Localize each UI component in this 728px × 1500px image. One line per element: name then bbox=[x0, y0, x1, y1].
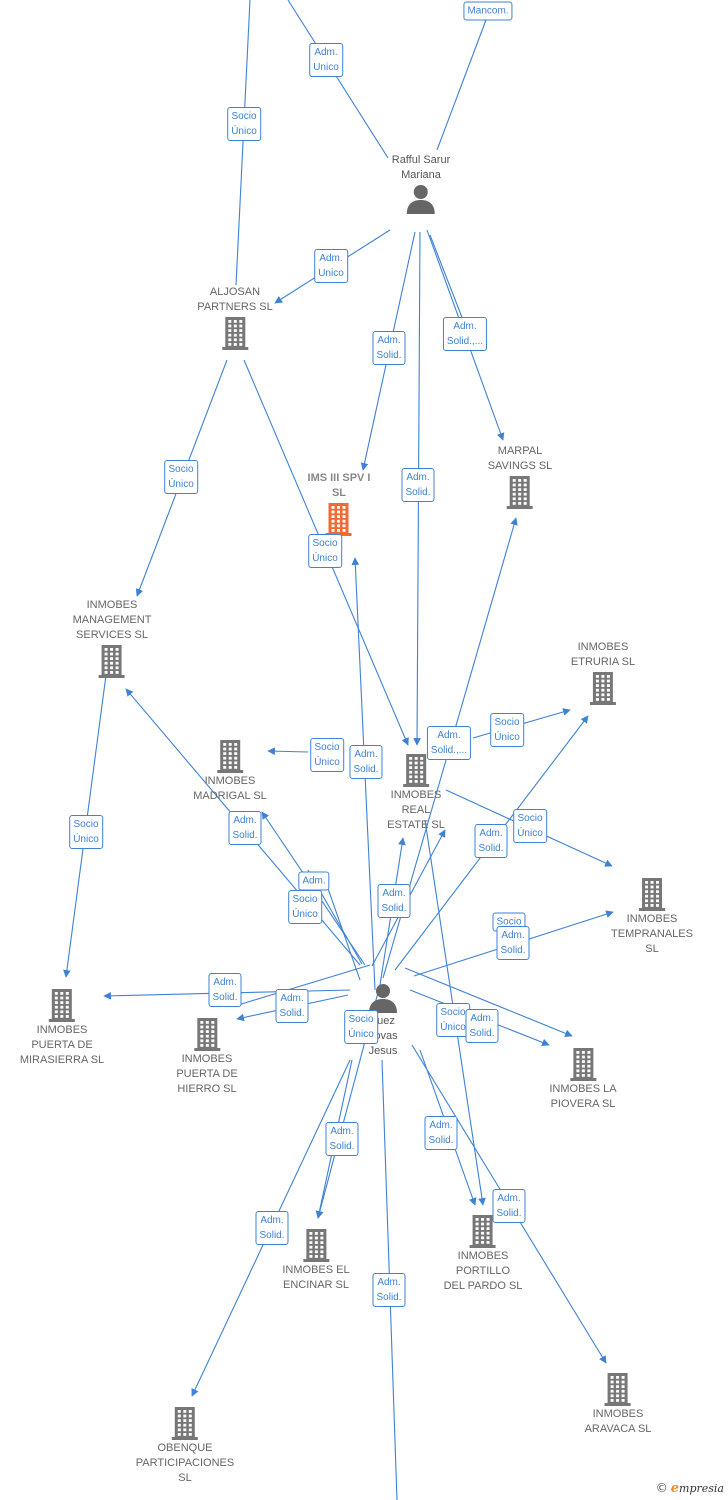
node-label: Rafful Sarur Mariana bbox=[391, 154, 451, 181]
building-icon bbox=[605, 1373, 631, 1406]
relation-badge[interactable]: Adm. Solid.,... bbox=[426, 726, 472, 760]
node-inmobes-tempranales[interactable]: INMOBES TEMPRANALES SL bbox=[611, 876, 693, 957]
building-icon bbox=[217, 740, 243, 773]
node-label: IMS III SPV I SL bbox=[307, 472, 371, 499]
relation-edge bbox=[235, 0, 251, 286]
node-label: INMOBES PUERTA DE MIRASIERRA SL bbox=[19, 1024, 105, 1066]
relation-badge[interactable]: Socio Único bbox=[69, 815, 103, 849]
relation-badge[interactable]: Mancom. bbox=[463, 1, 513, 21]
building-icon bbox=[99, 645, 125, 678]
relation-badge[interactable]: Socio Único bbox=[308, 534, 342, 568]
relation-edge bbox=[436, 19, 487, 151]
relation-badge[interactable]: Adm. Unico bbox=[309, 43, 343, 77]
relation-badge[interactable]: Adm. Solid. bbox=[424, 1116, 458, 1150]
relation-edge bbox=[237, 964, 371, 1006]
relation-badge[interactable]: Adm. Unico bbox=[314, 249, 348, 283]
relation-badge[interactable]: Adm. bbox=[298, 871, 330, 891]
building-icon bbox=[48, 989, 75, 1022]
node-label: INMOBES PORTILLO DEL PARDO SL bbox=[443, 1250, 523, 1292]
building-icon bbox=[303, 1229, 329, 1262]
node-inmobes-aravaca[interactable]: INMOBES ARAVACA SL bbox=[584, 1371, 652, 1437]
node-inmobes-el-encinar[interactable]: INMOBES EL ENCINAR SL bbox=[282, 1227, 350, 1293]
relation-badge[interactable]: Socio Único bbox=[288, 890, 322, 924]
person-icon bbox=[369, 984, 397, 1013]
node-inmobes-la-piovera[interactable]: INMOBES LA PIOVERA SL bbox=[549, 1046, 617, 1112]
node-obenque-participaciones[interactable]: OBENQUE PARTICIPACIONES SL bbox=[136, 1405, 234, 1486]
node-label: INMOBES MADRIGAL SL bbox=[193, 775, 267, 802]
relation-badge[interactable]: Socio Único bbox=[310, 738, 344, 772]
building-icon bbox=[326, 503, 352, 536]
brand-logo: empresia bbox=[670, 1481, 724, 1496]
node-label: INMOBES TEMPRANALES SL bbox=[611, 913, 693, 955]
relation-edge bbox=[267, 747, 309, 756]
building-icon bbox=[469, 1215, 496, 1248]
node-inmobes-puerta-de-mirasierra[interactable]: INMOBES PUERTA DE MIRASIERRA SL bbox=[20, 987, 104, 1068]
relation-badge[interactable]: Adm. Solid. bbox=[372, 331, 406, 365]
building-icon bbox=[506, 476, 533, 509]
building-icon bbox=[638, 878, 665, 911]
relation-badge[interactable]: Socio Único bbox=[344, 1010, 378, 1044]
relation-edge bbox=[287, 0, 389, 159]
building-icon bbox=[402, 754, 429, 787]
node-label: INMOBES MANAGEMENT SERVICES SL bbox=[72, 599, 152, 641]
node-label: INMOBES EL ENCINAR SL bbox=[282, 1264, 350, 1291]
node-inmobes-etruria[interactable]: INMOBES ETRURIA SL bbox=[571, 640, 635, 706]
relation-badge[interactable]: Socio Único bbox=[513, 809, 547, 843]
relation-badge[interactable]: Socio Único bbox=[227, 107, 261, 141]
relation-badge[interactable]: Socio Único bbox=[436, 1003, 470, 1037]
relation-edge bbox=[324, 879, 361, 981]
building-icon bbox=[171, 1407, 198, 1440]
relation-badge[interactable]: Adm. Solid. bbox=[349, 745, 383, 779]
node-label: INMOBES ARAVACA SL bbox=[584, 1408, 652, 1435]
node-inmobes-portillo-del-pardo[interactable]: INMOBES PORTILLO DEL PARDO SL bbox=[443, 1213, 523, 1294]
node-ims-iii-spv-i[interactable]: IMS III SPV I SL bbox=[307, 471, 371, 537]
footer-brand: © empresia bbox=[656, 1481, 724, 1496]
relation-edge bbox=[404, 967, 573, 1037]
node-label: INMOBES REAL ESTATE SL bbox=[387, 789, 445, 831]
node-inmobes-real-estate[interactable]: INMOBES REAL ESTATE SL bbox=[387, 752, 445, 833]
relation-badge[interactable]: Adm. Solid. bbox=[372, 1273, 406, 1307]
relation-badge[interactable]: Socio Único bbox=[164, 460, 198, 494]
node-label: INMOBES PUERTA DE HIERRO SL bbox=[176, 1053, 238, 1095]
relation-badge[interactable]: Adm. Solid. bbox=[496, 926, 530, 960]
relation-badge[interactable]: Adm. Solid. bbox=[465, 1009, 499, 1043]
node-inmobes-puerta-de-hierro[interactable]: INMOBES PUERTA DE HIERRO SL bbox=[176, 1016, 238, 1097]
relation-badge[interactable]: Adm. Solid. bbox=[377, 884, 411, 918]
node-inmobes-madrigal[interactable]: INMOBES MADRIGAL SL bbox=[193, 738, 267, 804]
node-marpal-savings[interactable]: MARPAL SAVINGS SL bbox=[487, 444, 553, 510]
person-icon bbox=[407, 185, 435, 214]
building-icon bbox=[590, 672, 616, 705]
node-label: INMOBES LA PIOVERA SL bbox=[549, 1083, 617, 1110]
copyright-symbol: © bbox=[655, 1481, 668, 1495]
node-label: MARPAL SAVINGS SL bbox=[487, 445, 553, 472]
relation-badge[interactable]: Socio Único bbox=[490, 713, 524, 747]
node-label: OBENQUE PARTICIPACIONES SL bbox=[135, 1442, 235, 1484]
building-icon bbox=[194, 1018, 220, 1051]
node-label: ALJOSAN PARTNERS SL bbox=[197, 286, 273, 313]
relation-badge[interactable]: Adm. Solid. bbox=[325, 1122, 359, 1156]
relation-badge[interactable]: Adm. Solid. bbox=[255, 1211, 289, 1245]
relation-edge bbox=[429, 234, 464, 321]
relation-badge[interactable]: Adm. Solid. bbox=[228, 811, 262, 845]
relation-badge[interactable]: Adm. Solid. bbox=[208, 973, 242, 1007]
relation-badge[interactable]: Adm. Solid. bbox=[474, 824, 508, 858]
relation-badge[interactable]: Adm. Solid. bbox=[492, 1189, 526, 1223]
relation-badge[interactable]: Adm. Solid.,... bbox=[442, 317, 488, 351]
building-icon bbox=[570, 1048, 596, 1081]
relation-badge[interactable]: Adm. Solid. bbox=[275, 989, 309, 1023]
node-rafful-sarur-mariana[interactable]: Rafful Sarur Mariana bbox=[391, 153, 451, 215]
node-label: INMOBES ETRURIA SL bbox=[570, 641, 636, 668]
node-inmobes-management-services[interactable]: INMOBES MANAGEMENT SERVICES SL bbox=[72, 598, 152, 679]
node-aljosan-partners[interactable]: ALJOSAN PARTNERS SL bbox=[197, 285, 273, 351]
relation-badge[interactable]: Adm. Solid. bbox=[401, 468, 435, 502]
building-icon bbox=[222, 317, 248, 350]
